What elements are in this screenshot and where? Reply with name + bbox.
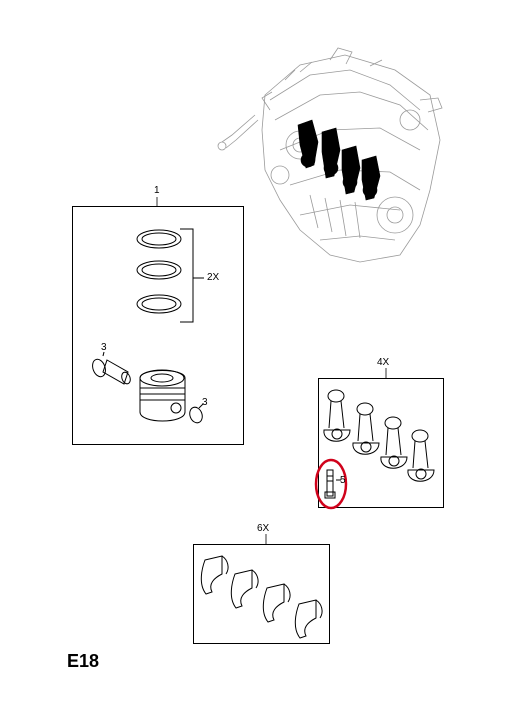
bearings-quantity: 6X xyxy=(257,523,270,534)
bearings-box xyxy=(193,544,330,644)
con-rods-quantity: 4X xyxy=(377,357,390,368)
rings-quantity: 2X xyxy=(207,272,220,283)
bolt-number: 5 xyxy=(340,475,346,486)
bolt-highlight-circle xyxy=(314,458,348,510)
piston-set-box xyxy=(72,206,244,445)
circlip-left-number: 3 xyxy=(101,342,107,353)
circlip-right-number: 3 xyxy=(202,397,208,408)
con-rods-box xyxy=(318,378,444,508)
piston-set-number: 1 xyxy=(154,185,160,196)
page-code: E18 xyxy=(67,651,100,671)
